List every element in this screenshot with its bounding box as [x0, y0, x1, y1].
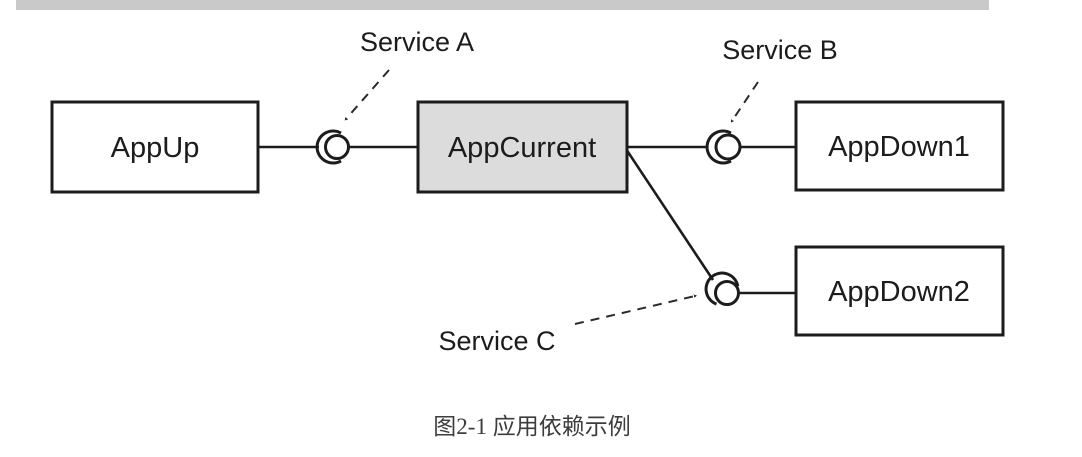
app-current-box [416, 100, 629, 194]
app-current-label: AppCurrent [448, 132, 596, 164]
connector-service-c [704, 271, 740, 306]
socket-b-icon [705, 129, 732, 165]
app-down2-label: AppDown2 [828, 276, 970, 308]
connector-service-a [315, 129, 350, 165]
ball-c-icon [714, 280, 740, 306]
node-app-down1: AppDown1 [794, 100, 1005, 192]
app-down1-label: AppDown1 [828, 131, 970, 163]
app-up-box [50, 100, 260, 194]
leader-service-b [732, 81, 759, 121]
node-app-down2: AppDown2 [794, 245, 1005, 337]
app-down2-box [794, 245, 1005, 337]
service-b-label: Service B [722, 35, 838, 65]
top-gray-strip [16, 0, 989, 10]
app-up-label: AppUp [111, 132, 200, 164]
socket-c-icon [704, 271, 740, 306]
connector-service-b [705, 129, 742, 165]
wire-appcurrent-to-socket-c [624, 148, 715, 281]
socket-a-icon [315, 129, 342, 165]
app-down1-box [794, 100, 1005, 192]
service-c-label: Service C [438, 326, 555, 356]
node-app-current: AppCurrent [416, 100, 629, 194]
leader-service-c [574, 296, 695, 325]
ball-b-icon [714, 133, 742, 161]
service-a-label: Service A [360, 27, 474, 57]
figure-caption: 图2-1 应用依赖示例 [433, 414, 630, 439]
leader-service-a [346, 69, 390, 119]
node-app-up: AppUp [50, 100, 260, 194]
ball-a-icon [324, 134, 350, 160]
